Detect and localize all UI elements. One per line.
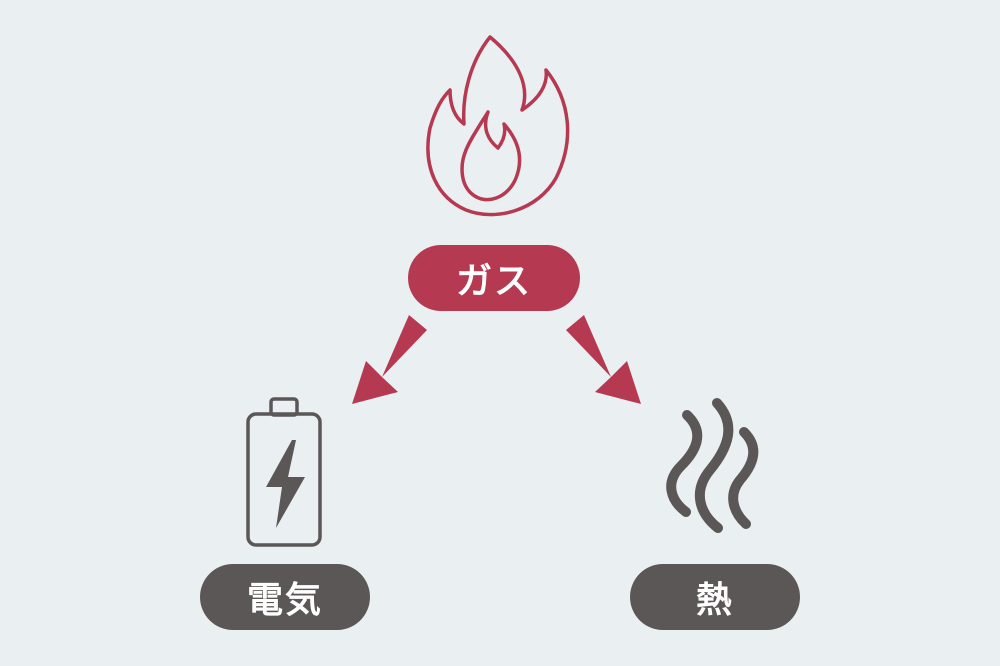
heat-waves-icon	[666, 398, 759, 533]
battery-charging-icon	[246, 397, 322, 547]
arrow-to-heat	[566, 315, 641, 404]
heat-label: 熱	[630, 564, 800, 630]
electricity-label: 電気	[200, 564, 370, 630]
flame-icon	[426, 35, 570, 217]
arrow-to-electricity	[352, 315, 427, 404]
gas-label: ガス	[408, 245, 580, 311]
